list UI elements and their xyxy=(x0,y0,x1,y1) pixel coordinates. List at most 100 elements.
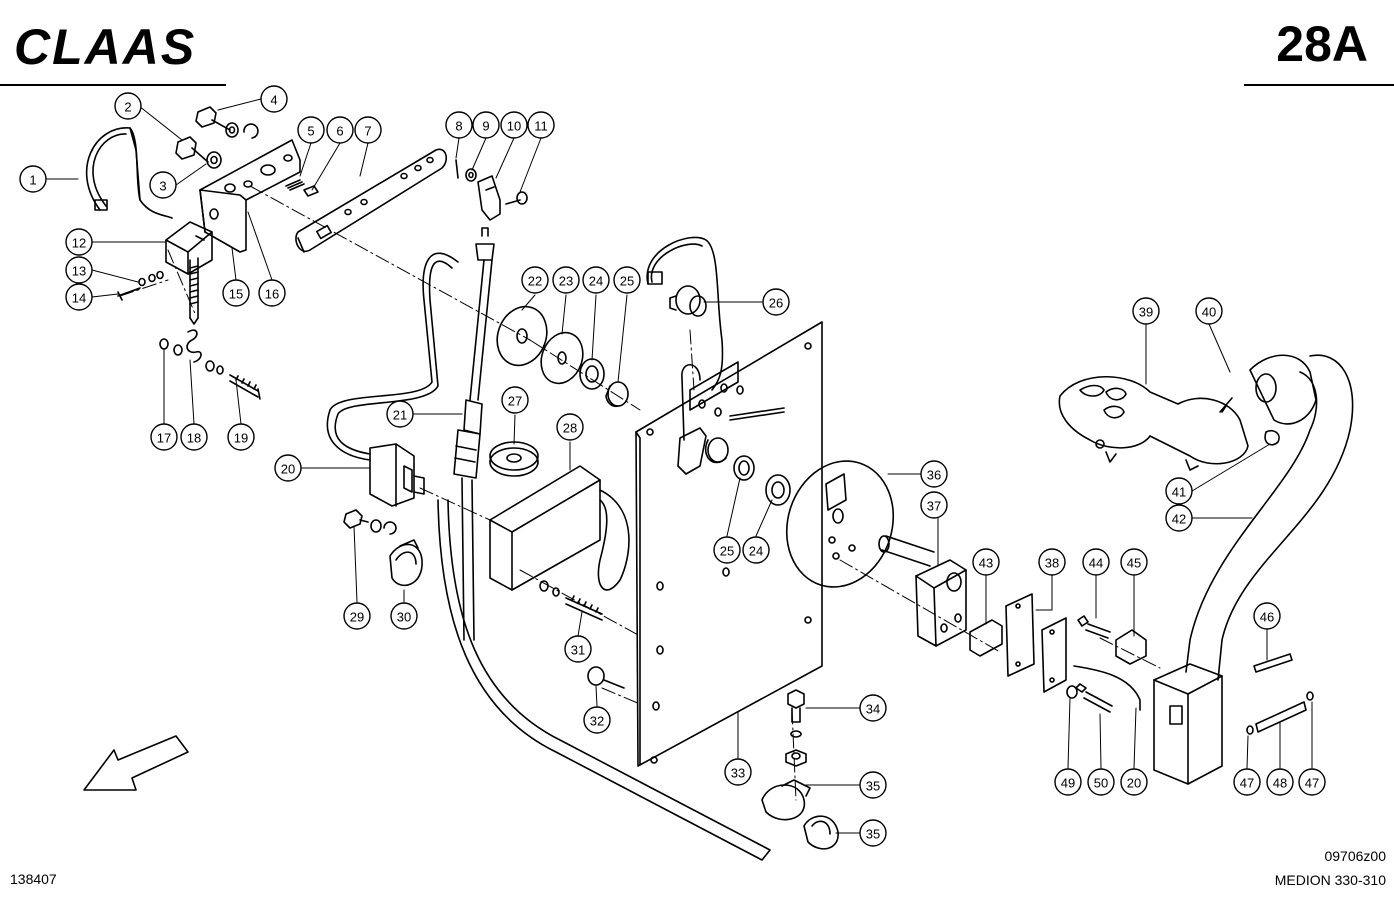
callout-20: 20 xyxy=(274,454,302,482)
callout-number: 33 xyxy=(731,766,745,781)
callout-number: 16 xyxy=(265,287,279,302)
document-number: 138407 xyxy=(10,871,57,887)
callout-circle xyxy=(972,548,1000,576)
disc-stack-lower xyxy=(704,407,791,506)
callout-circle xyxy=(1165,477,1193,505)
cable-harness xyxy=(326,252,771,861)
callout-circle xyxy=(724,758,752,786)
callout-9: 9 xyxy=(472,111,500,139)
callout-39: 39 xyxy=(1132,297,1160,325)
callout-24: 24 xyxy=(742,536,770,564)
small-blocks xyxy=(969,593,1067,693)
callout-36: 36 xyxy=(920,460,948,488)
callout-circle xyxy=(1298,768,1326,796)
callout-number: 21 xyxy=(393,408,407,423)
callout-7: 7 xyxy=(354,116,382,144)
callout-circle xyxy=(274,454,302,482)
callout-circle xyxy=(527,111,555,139)
pins-and-bolts-46-50 xyxy=(1066,653,1314,735)
callout-circle xyxy=(1253,602,1281,630)
assembly-centerlines xyxy=(119,185,1161,801)
callout-number: 11 xyxy=(534,119,548,134)
callout-19: 19 xyxy=(227,423,255,451)
callout-43: 43 xyxy=(972,548,1000,576)
callout-circle xyxy=(762,288,790,316)
callout-number: 31 xyxy=(571,643,585,658)
rubber-grommet xyxy=(489,441,539,477)
support-pipe xyxy=(1153,354,1354,785)
callout-29: 29 xyxy=(343,602,371,630)
hose-clamp-29-30 xyxy=(343,509,423,587)
flat-bar-part xyxy=(295,148,448,253)
screw-31 xyxy=(539,580,603,621)
callout-circle xyxy=(556,413,584,441)
callout-circle xyxy=(65,283,93,311)
callout-34: 34 xyxy=(859,694,887,722)
callout-27: 27 xyxy=(501,386,529,414)
main-mounting-plate xyxy=(635,321,823,767)
callout-number: 24 xyxy=(589,274,603,289)
callout-number: 48 xyxy=(1273,776,1287,791)
callout-number: 8 xyxy=(455,119,462,134)
header-rule-right xyxy=(1244,84,1394,86)
callout-number: 28 xyxy=(563,421,577,436)
direction-arrow-icon xyxy=(83,735,189,791)
callout-circle xyxy=(222,279,250,307)
callout-circle xyxy=(445,111,473,139)
callout-6: 6 xyxy=(326,116,354,144)
callout-circle xyxy=(1132,297,1160,325)
callout-28: 28 xyxy=(556,413,584,441)
callout-42: 42 xyxy=(1165,504,1193,532)
callout-33: 33 xyxy=(724,758,752,786)
callout-circle xyxy=(552,266,580,294)
callout-49: 49 xyxy=(1054,768,1082,796)
callout-circle xyxy=(500,111,528,139)
callout-31: 31 xyxy=(564,635,592,663)
bolt-nut-clamps-34-35 xyxy=(761,689,839,850)
callout-circle xyxy=(564,635,592,663)
callout-4: 4 xyxy=(260,85,288,113)
callout-14: 14 xyxy=(65,283,93,311)
callout-circle xyxy=(65,256,93,284)
callout-number: 42 xyxy=(1172,512,1186,527)
callout-35: 35 xyxy=(859,819,887,847)
callout-number: 20 xyxy=(1127,776,1141,791)
callout-number: 44 xyxy=(1089,556,1103,571)
callout-44: 44 xyxy=(1082,548,1110,576)
callout-18: 18 xyxy=(180,423,208,451)
callout-number: 2 xyxy=(124,100,131,115)
callout-35: 35 xyxy=(859,771,887,799)
callout-circle xyxy=(390,602,418,630)
callout-24: 24 xyxy=(582,266,610,294)
callout-number: 5 xyxy=(307,124,314,139)
spring-and-nut xyxy=(285,179,319,197)
callout-circle xyxy=(65,228,93,256)
screw-44-and-clip-45 xyxy=(1077,615,1147,665)
wire-loop-part xyxy=(85,127,173,219)
callout-number: 23 xyxy=(559,274,573,289)
callout-circle xyxy=(859,771,887,799)
callout-13: 13 xyxy=(65,256,93,284)
callout-number: 49 xyxy=(1061,776,1075,791)
callout-circle xyxy=(1233,768,1261,796)
mounting-bracket xyxy=(199,139,301,253)
callout-number: 3 xyxy=(159,179,166,194)
threaded-rod xyxy=(189,257,199,325)
callout-number: 13 xyxy=(72,264,86,279)
callout-circle xyxy=(521,266,549,294)
callout-circle xyxy=(343,602,371,630)
machine-model: MEDION 330-310 xyxy=(1274,872,1386,888)
callout-circle xyxy=(1038,548,1066,576)
callout-number: 32 xyxy=(590,714,604,729)
callout-37: 37 xyxy=(920,491,948,519)
callout-41: 41 xyxy=(1165,477,1193,505)
callout-10: 10 xyxy=(500,111,528,139)
callout-number: 7 xyxy=(364,124,371,139)
screw-14 xyxy=(117,270,164,301)
callout-number: 37 xyxy=(927,499,941,514)
callout-circle xyxy=(150,423,178,451)
callout-number: 22 xyxy=(528,274,542,289)
callout-number: 24 xyxy=(749,544,763,559)
callout-circle xyxy=(258,279,286,307)
